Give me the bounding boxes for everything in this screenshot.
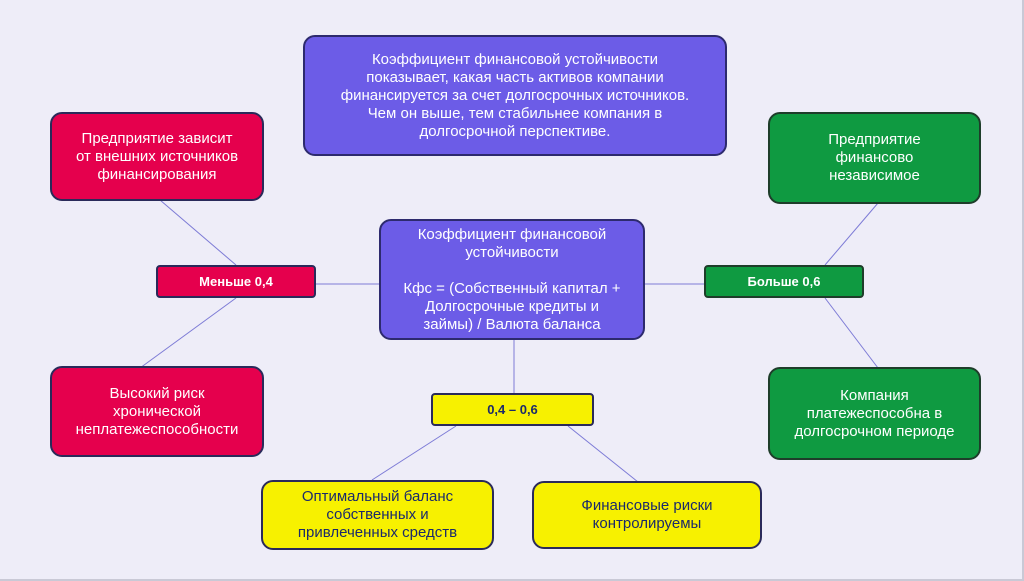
mid-risks-box: Финансовые риски контролируемы [532, 481, 762, 549]
connector-low-dependent [159, 199, 237, 266]
low-risk-box: Высокий риск хронической неплатежеспособ… [50, 366, 264, 457]
mid-threshold-label: 0,4 – 0,6 [487, 402, 538, 417]
definition-box: Коэффициент финансовой устойчивости пока… [303, 35, 727, 156]
high-threshold-label: Больше 0,6 [747, 274, 821, 289]
mid-balance-box: Оптимальный баланс собственных и привлеч… [261, 480, 494, 550]
mid-risks-text: Финансовые риски контролируемы [581, 497, 713, 532]
high-solvent-box: Компания платежеспособна в долгосрочном … [768, 367, 981, 460]
connector-high-solvent [824, 297, 879, 369]
low-dependent-box: Предприятие зависит от внешних источнико… [50, 112, 264, 201]
low-risk-text: Высокий риск хронической неплатежеспособ… [75, 384, 239, 438]
high-independent-text: Предприятие финансово независимое [828, 131, 921, 184]
connector-high-independent [824, 202, 879, 266]
definition-text: Коэффициент финансовой устойчивости пока… [340, 50, 690, 140]
center-formula-text: Коэффициент финансовой устойчивости Кфс … [403, 225, 621, 333]
connector-mid-balance [371, 425, 457, 481]
connector-mid-risks [567, 425, 639, 483]
low-threshold-tag: Меньше 0,4 [156, 265, 316, 298]
high-solvent-text: Компания платежеспособна в долгосрочном … [794, 386, 955, 440]
mid-balance-text: Оптимальный баланс собственных и привлеч… [297, 488, 458, 541]
high-threshold-tag: Больше 0,6 [704, 265, 864, 298]
low-threshold-label: Меньше 0,4 [199, 274, 273, 289]
mid-threshold-tag: 0,4 – 0,6 [431, 393, 594, 426]
high-independent-box: Предприятие финансово независимое [768, 112, 981, 204]
center-formula-box: Коэффициент финансовой устойчивости Кфс … [379, 219, 645, 340]
connector-low-risk [139, 297, 237, 369]
low-dependent-text: Предприятие зависит от внешних источнико… [75, 129, 239, 183]
